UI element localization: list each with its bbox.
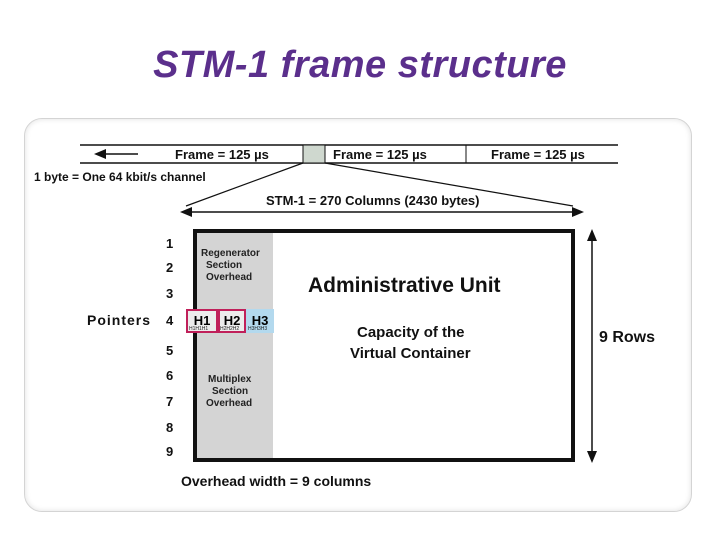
row-number: 7	[166, 394, 174, 409]
pointers-label: Pointers	[87, 312, 152, 328]
row-number: 4	[166, 313, 174, 328]
row-number: 6	[166, 368, 174, 383]
h2-pointer-box: H2	[218, 309, 246, 333]
overhead-width-label: Overhead width = 9 columns	[181, 473, 372, 489]
h2-sub-label: H2H2H2	[220, 326, 240, 332]
rsoh-line-1: Regenerator	[201, 248, 260, 259]
byte-note: 1 byte = One 64 kbit/s channel	[34, 170, 206, 184]
frame-label-1: Frame = 125 µs	[175, 147, 269, 162]
row-number: 1	[166, 236, 174, 251]
h3-pointer-box: H3	[246, 309, 274, 333]
msoh-line-2: Section	[212, 386, 249, 397]
stm1-frame-box	[193, 229, 575, 462]
capacity-line-2: Virtual Container	[350, 345, 471, 362]
rsoh-line-3: Overhead	[206, 272, 253, 283]
diagram-panel	[24, 118, 692, 512]
h1-pointer-box: H1	[186, 309, 218, 333]
row-number: 9	[166, 444, 174, 459]
nine-rows-label: 9 Rows	[599, 329, 656, 346]
h3-sub-label: H3H3H3	[248, 326, 268, 332]
row-number: 2	[166, 260, 174, 275]
timeline-arrow-head	[94, 149, 106, 159]
h1-sub-label: H1H1H1	[189, 326, 209, 332]
row-number: 5	[166, 343, 174, 358]
highlighted-frame-cell	[302, 144, 326, 164]
overhead-column	[197, 233, 273, 462]
frame-label-2: Frame = 125 µs	[333, 147, 427, 162]
msoh-line-3: Overhead	[206, 398, 253, 409]
row-number: 3	[166, 286, 174, 301]
capacity-line-1: Capacity of the	[357, 324, 465, 341]
stm1-columns-label: STM-1 = 270 Columns (2430 bytes)	[266, 193, 480, 208]
slide-title: STM-1 frame structure	[153, 44, 567, 86]
msoh-line-1: Multiplex	[208, 374, 252, 385]
administrative-unit-label: Administrative Unit	[308, 274, 501, 297]
row-number: 8	[166, 420, 174, 435]
frame-label-3: Frame = 125 µs	[491, 147, 585, 162]
rsoh-line-2: Section	[206, 260, 243, 271]
